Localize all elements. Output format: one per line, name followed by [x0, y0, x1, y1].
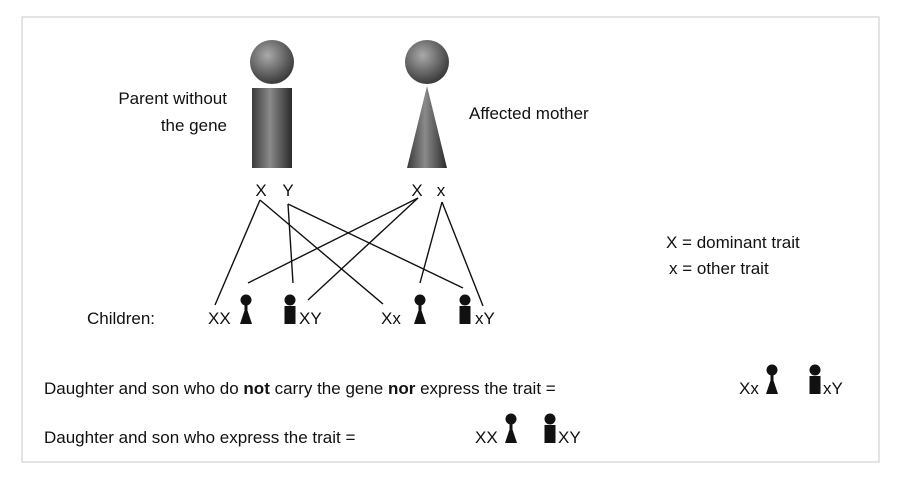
son-icon: [544, 413, 556, 443]
summary1-son-genotype: xY: [823, 379, 843, 398]
mother-label: Affected mother: [469, 104, 589, 123]
inheritance-lines: [214, 197, 484, 307]
son-icon: [809, 364, 821, 394]
line-fx-to-xx: [214, 199, 261, 306]
children-label: Children:: [87, 309, 155, 328]
father-label-line1: Parent without: [118, 89, 227, 108]
frame-border: [21, 16, 880, 463]
father-allele-y: Y: [282, 181, 293, 200]
daughter-icon: [414, 294, 426, 324]
summary-line-1: Daughter and son who do not carry the ge…: [44, 379, 556, 398]
line-fx-to-xx-daughter2: [259, 199, 384, 305]
line-mr-to-xy: [441, 201, 484, 307]
father-allele-x: X: [255, 181, 266, 200]
daughter-icon: [505, 413, 517, 443]
mother-allele-recessive: x: [437, 181, 446, 200]
father-figure-icon: [250, 40, 294, 168]
mother-figure-icon: [405, 40, 449, 168]
line-mr-to-xx: [419, 201, 443, 284]
summary1-daughter-genotype: Xx: [739, 379, 759, 398]
child-genotype-xx-het: Xx: [381, 309, 401, 328]
key-dominant: X = dominant trait: [666, 233, 800, 252]
daughter-icon: [240, 294, 252, 324]
line-fy-to-xy: [287, 203, 294, 284]
line-mx-to-xy: [307, 197, 419, 301]
son-icon: [284, 294, 296, 324]
key-other: x = other trait: [669, 259, 769, 278]
summary2-daughter-genotype: XX: [475, 428, 498, 447]
summary2-son-genotype: XY: [558, 428, 581, 447]
daughter-icon: [766, 364, 778, 394]
son-icon: [459, 294, 471, 324]
child-genotype-xy-rec: xY: [475, 309, 495, 328]
child-genotype-xy: XY: [299, 309, 322, 328]
line-fy-to-xy-son2: [287, 203, 464, 289]
child-genotype-xx: XX: [208, 309, 231, 328]
line-mx-to-xx: [247, 197, 419, 284]
mother-allele-dominant: X: [411, 181, 422, 200]
summary-line-2: Daughter and son who express the trait =: [44, 428, 355, 447]
father-label-line2: the gene: [161, 116, 227, 135]
